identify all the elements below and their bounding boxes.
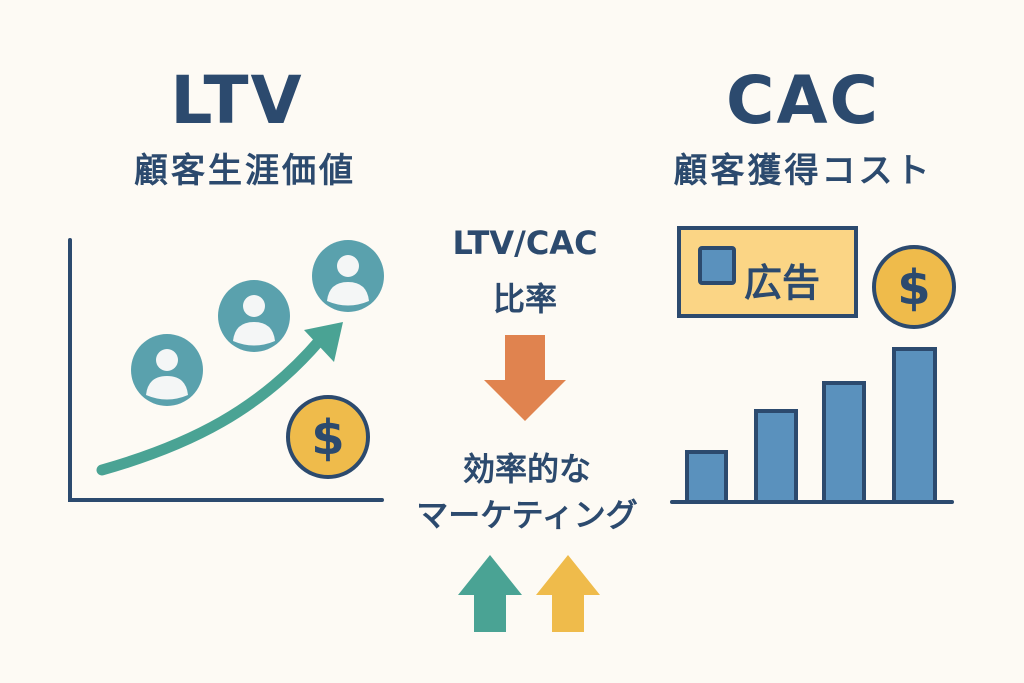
cac-title: CAC bbox=[726, 62, 880, 139]
result-line2: マーケティング bbox=[416, 496, 638, 534]
ad-label: 広告 bbox=[744, 261, 821, 305]
dollar-symbol: $ bbox=[897, 260, 931, 316]
bar bbox=[685, 450, 728, 504]
ratio-title: LTV/CAC bbox=[452, 224, 598, 262]
ltv-title: LTV bbox=[170, 62, 304, 139]
dollar-coin-icon bbox=[286, 395, 370, 479]
user-icon bbox=[131, 334, 203, 406]
bar bbox=[822, 381, 866, 504]
result-line1: 効率的な bbox=[462, 450, 592, 488]
up-arrow-teal-icon bbox=[458, 555, 522, 632]
growth-arrow-icon bbox=[96, 322, 343, 476]
cost-bar-chart bbox=[670, 347, 954, 504]
ratio-subtitle: 比率 bbox=[492, 280, 558, 318]
dollar-coin-icon bbox=[872, 245, 956, 329]
ad-box bbox=[677, 226, 858, 318]
bar bbox=[754, 409, 798, 504]
user-icon bbox=[218, 280, 290, 352]
cac-subtitle: 顧客獲得コスト bbox=[673, 151, 933, 191]
down-arrow-icon bbox=[484, 335, 566, 421]
bar bbox=[892, 347, 937, 504]
ltv-chart-axes bbox=[68, 238, 384, 502]
up-arrow-yellow-icon bbox=[536, 555, 600, 632]
user-icon bbox=[312, 240, 384, 312]
ltv-subtitle: 顧客生涯価値 bbox=[134, 151, 356, 191]
dollar-symbol: $ bbox=[311, 410, 345, 466]
